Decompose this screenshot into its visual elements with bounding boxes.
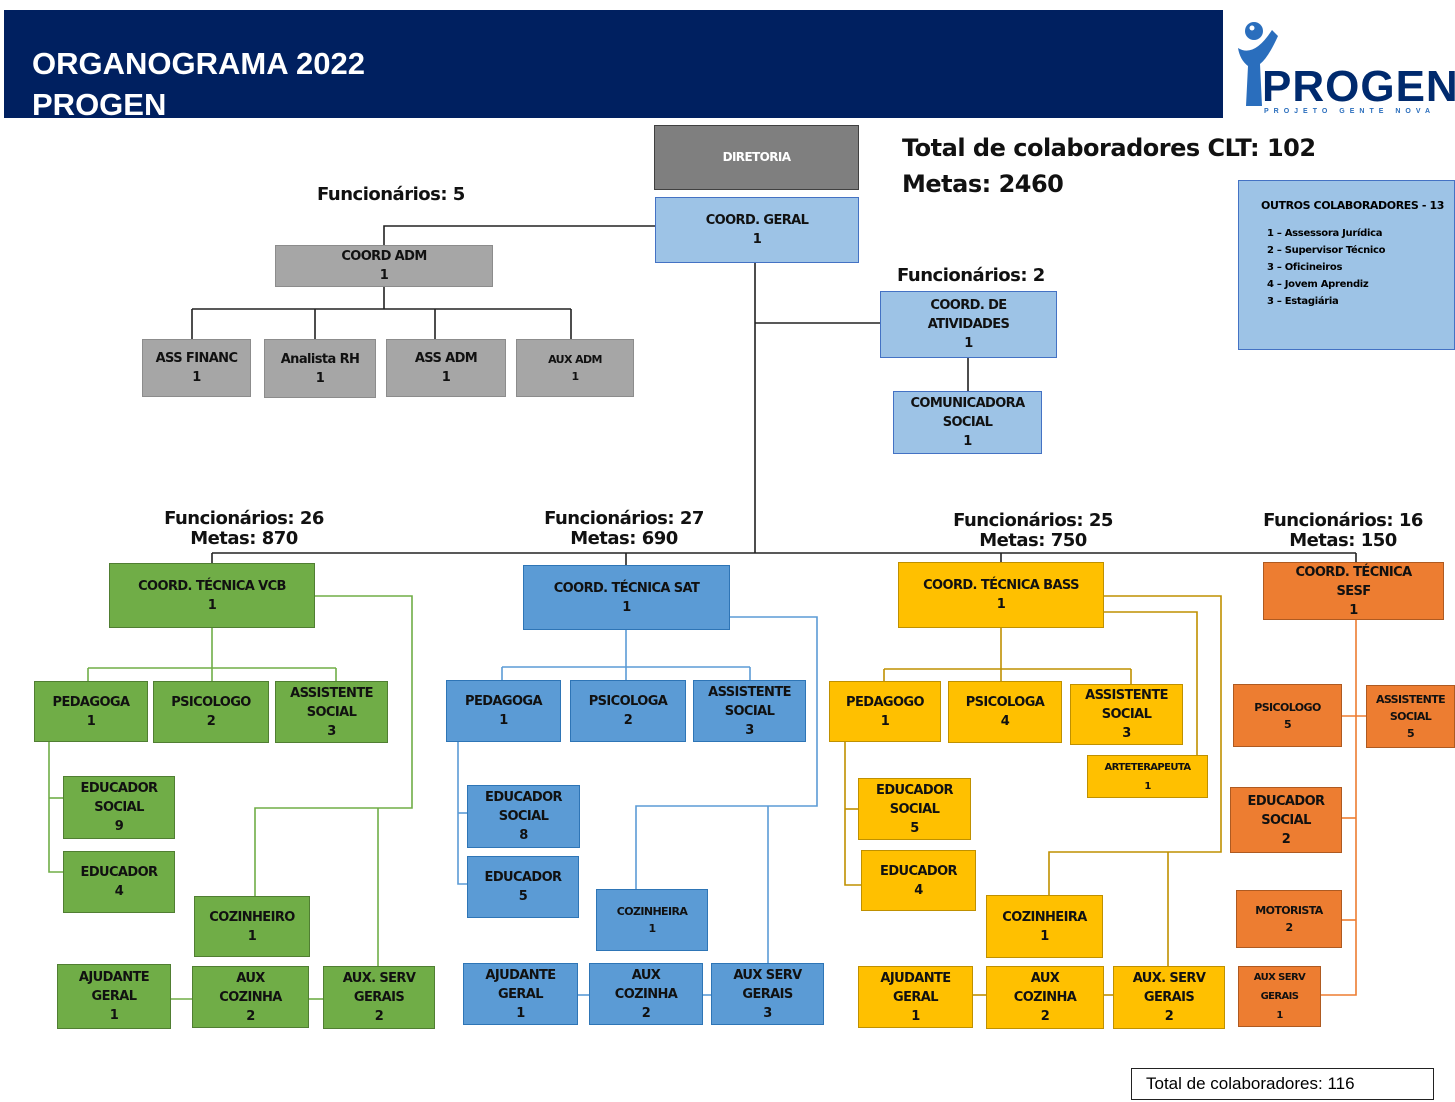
node-sat-ajudante-geral: AJUDANTE GERAL 1 (463, 963, 578, 1025)
node-ass-adm: ASS ADM 1 (386, 339, 506, 397)
total-colaboradores-box: Total de colaboradores: 116 (1131, 1068, 1434, 1100)
node-ass-financ: ASS FINANC 1 (142, 339, 251, 397)
node-bass-ajudante-geral: AJUDANTE GERAL 1 (858, 966, 973, 1028)
list-item: 3 – Estagiária (1267, 296, 1339, 307)
node-aux-adm: AUX ADM 1 (516, 339, 634, 397)
label-sat-summary: Funcionários: 27 Metas: 690 (544, 508, 704, 549)
node-bass-educador: EDUCADOR 4 (861, 850, 976, 911)
outros-title: OUTROS COLABORADORES - 13 (1261, 199, 1444, 212)
node-vcb-pedagoga: PEDAGOGA 1 (34, 681, 148, 742)
label-funcionarios-atividades: Funcionários: 2 (897, 265, 1045, 286)
label-vcb-summary: Funcionários: 26 Metas: 870 (164, 508, 324, 549)
node-vcb-ajudante-geral: AJUDANTE GERAL 1 (57, 964, 171, 1029)
connector-line (48, 742, 63, 873)
node-sesf-assistente-social: ASSISTENTE SOCIAL 5 (1366, 685, 1455, 748)
node-bass-pedagogo: PEDAGOGO 1 (829, 681, 941, 742)
connector-line (254, 595, 413, 896)
label-sesf-summary: Funcionários: 16 Metas: 150 (1263, 510, 1423, 551)
node-sat-coord: COORD. TÉCNICA SAT 1 (523, 565, 730, 630)
node-sesf-educador-social: EDUCADOR SOCIAL 2 (1230, 787, 1342, 853)
node-sesf-aux-serv-gerais: AUX SERV GERAIS 1 (1238, 966, 1321, 1027)
connector-line (1048, 595, 1222, 895)
node-comunicadora-social: COMUNICADORA SOCIAL 1 (893, 391, 1042, 454)
connector-line (1104, 611, 1198, 755)
logo-text: PROGEN (1262, 62, 1455, 111)
node-bass-assistente-social: ASSISTENTE SOCIAL 3 (1070, 684, 1183, 745)
node-sesf-coord: COORD. TÉCNICA SESF 1 (1263, 562, 1444, 620)
node-sat-psicologa: PSICOLOGA 2 (570, 680, 686, 742)
node-analista-rh: Analista RH 1 (264, 339, 376, 398)
node-vcb-coord: COORD. TÉCNICA VCB 1 (109, 563, 315, 628)
node-sesf-psicologo: PSICOLOGO 5 (1233, 684, 1342, 747)
node-sat-assistente-social: ASSISTENTE SOCIAL 3 (693, 680, 806, 742)
label-funcionarios-adm: Funcionários: 5 (317, 184, 465, 205)
node-vcb-cozinheiro: COZINHEIRO 1 (194, 896, 310, 957)
header-banner: ORGANOGRAMA 2022 PROGEN (4, 10, 1223, 122)
connector-line (844, 742, 861, 886)
node-vcb-aux-cozinha: AUX COZINHA 2 (192, 966, 309, 1028)
node-sat-aux-serv-gerais: AUX SERV GERAIS 3 (711, 963, 824, 1025)
logo-subtitle: PROJETO GENTE NOVA (1264, 108, 1436, 115)
label-bass-summary: Funcionários: 25 Metas: 750 (953, 510, 1113, 551)
node-bass-cozinheira: COZINHEIRA 1 (986, 895, 1103, 958)
node-bass-educador-social: EDUCADOR SOCIAL 5 (858, 778, 971, 840)
list-item: 3 – Oficineiros (1267, 262, 1343, 273)
node-bass-aux-cozinha: AUX COZINHA 2 (986, 966, 1104, 1029)
node-bass-psicologa: PSICOLOGA 4 (948, 681, 1062, 743)
page-title: ORGANOGRAMA 2022 (32, 46, 366, 81)
node-sat-aux-cozinha: AUX COZINHA 2 (589, 963, 703, 1025)
metas-total-text: Metas: 2460 (902, 170, 1064, 198)
node-sat-educador-social: EDUCADOR SOCIAL 8 (467, 785, 580, 848)
node-vcb-psicologo: PSICOLOGO 2 (153, 681, 269, 743)
list-item: 2 – Supervisor Técnico (1267, 245, 1386, 256)
outros-colaboradores-box: OUTROS COLABORADORES - 13 1 – Assessora … (1238, 180, 1455, 350)
connector-line (383, 225, 655, 245)
node-coord-adm: COORD ADM 1 (275, 245, 493, 287)
node-sat-cozinheira: COZINHEIRA 1 (596, 889, 708, 951)
node-vcb-aux-serv-gerais: AUX. SERV GERAIS 2 (323, 966, 435, 1029)
list-item: 1 – Assessora Jurídica (1267, 228, 1383, 239)
node-sat-educador: EDUCADOR 5 (467, 856, 579, 918)
node-vcb-educador-social: EDUCADOR SOCIAL 9 (63, 776, 175, 839)
outros-list: 1 – Assessora Jurídica 2 – Supervisor Té… (1267, 225, 1386, 310)
connector-line (635, 616, 818, 889)
node-coord-geral: COORD. GERAL 1 (655, 197, 859, 263)
node-vcb-educador: EDUCADOR 4 (63, 851, 175, 913)
connector-line (1321, 620, 1357, 996)
node-coord-atividades: COORD. DE ATIVIDADES 1 (880, 291, 1057, 358)
node-sat-pedagoga: PEDAGOGA 1 (446, 680, 561, 742)
node-vcb-assistente-social: ASSISTENTE SOCIAL 3 (275, 681, 388, 743)
node-sesf-motorista: MOTORISTA 2 (1236, 890, 1342, 948)
page-subtitle: PROGEN (32, 87, 167, 122)
person-logo-icon (1238, 22, 1278, 106)
node-diretoria: DIRETORIA (654, 125, 859, 190)
node-bass-arteterapeuta: ARTETERAPEUTA 1 (1087, 755, 1208, 798)
node-bass-aux-serv-gerais: AUX. SERV GERAIS 2 (1113, 966, 1225, 1029)
total-clt-text: Total de colaboradores CLT: 102 (902, 134, 1316, 162)
list-item: 4 – Jovem Aprendiz (1267, 279, 1369, 290)
node-bass-coord: COORD. TÉCNICA BASS 1 (898, 562, 1104, 628)
connector-line (457, 742, 467, 885)
